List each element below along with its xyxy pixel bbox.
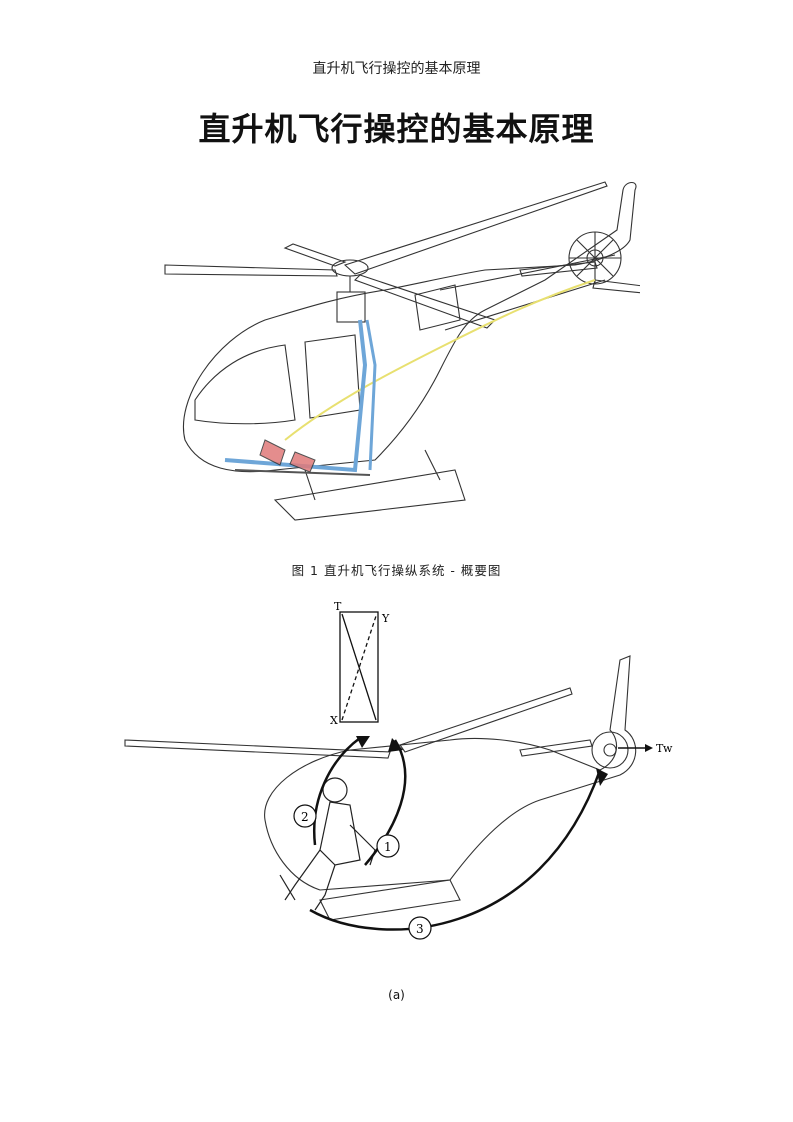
running-header: 直升机飞行操控的基本原理 [312, 61, 481, 77]
marker-3 [408, 916, 432, 940]
loop-arrow-3 [309, 769, 602, 931]
marker-2 [293, 804, 317, 828]
label-t: T [334, 600, 342, 613]
pilot-head [322, 777, 348, 803]
marker-2-label: 2 [301, 810, 309, 824]
rotor-blade [283, 243, 347, 267]
rotor-hub [331, 259, 369, 277]
figure-1-helicopter-control-diagram [164, 181, 640, 521]
tail-thrust-label: Tw [656, 742, 673, 755]
fuselage [183, 181, 637, 473]
loop-arrow-2 [313, 736, 361, 846]
tail-rotor-link [284, 279, 596, 441]
loop-arrow-1 [364, 739, 407, 866]
figure-2-caption: (a) [388, 988, 405, 1002]
rotor-blade [164, 264, 338, 277]
stabilizer [519, 261, 598, 277]
rotor-blade [124, 739, 391, 759]
cyclic-stick [279, 874, 296, 901]
marker-1-label: 1 [384, 840, 392, 854]
pedal-assembly [259, 439, 286, 466]
marker-3-label: 3 [416, 922, 424, 936]
label-y: Y [381, 612, 390, 625]
label-x: X [330, 714, 338, 727]
fuselage [264, 655, 637, 891]
landing-skid [273, 469, 466, 521]
rotor-blade [343, 181, 608, 275]
figure-1-caption: 图 1 直升机飞行操纵系统 - 概要图 [291, 563, 502, 578]
rotor-blade [354, 274, 497, 329]
marker-1 [376, 834, 400, 858]
figure-2-force-diagram: T Y X 1 2 3 [124, 600, 673, 940]
document-title: 直升机飞行操控的基本原理 [198, 110, 595, 148]
collective-link [234, 469, 371, 476]
swashplate [336, 291, 366, 323]
pilot-body [319, 801, 361, 866]
vector-box [339, 611, 379, 723]
cyclic-link [224, 319, 368, 473]
